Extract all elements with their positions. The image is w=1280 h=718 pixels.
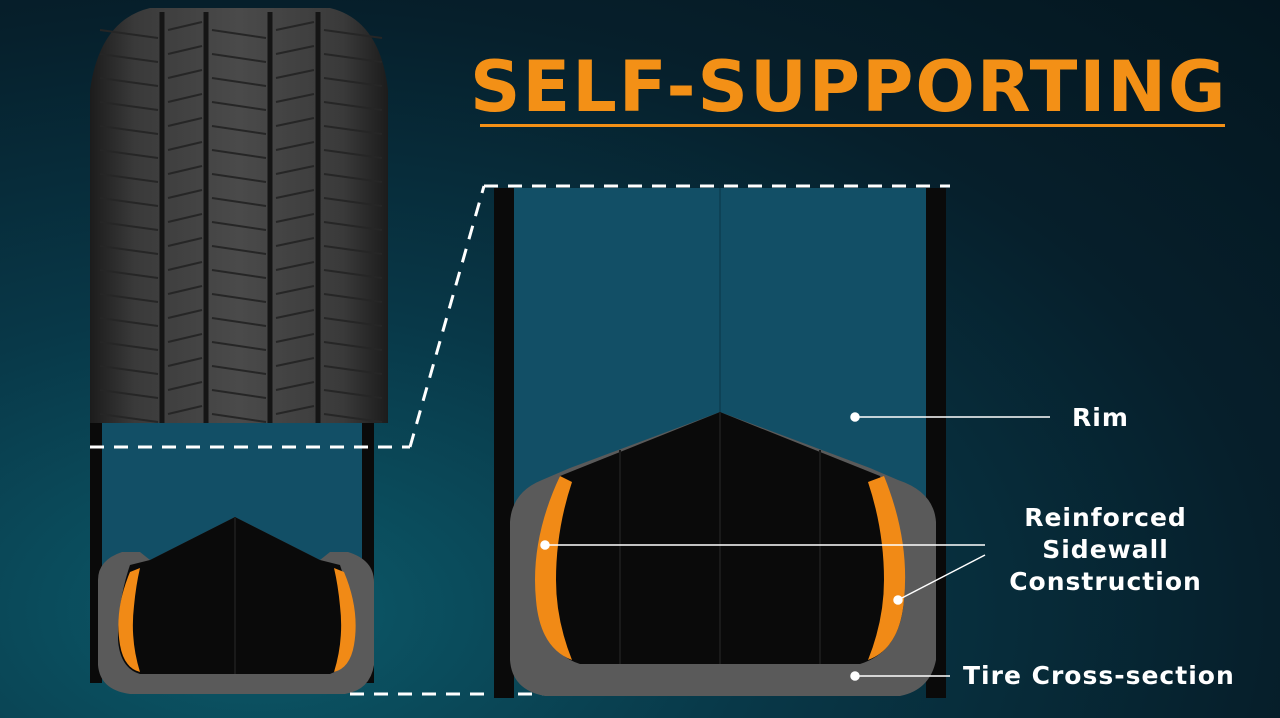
sidewall-label: Reinforced Sidewall Construction: [1009, 503, 1202, 596]
large-cross-section: [494, 188, 946, 698]
left-sidewall-insert: [535, 476, 572, 660]
right-sidewall-insert: [868, 476, 906, 660]
tire-tread-image: [90, 8, 388, 423]
page-title: SELF-SUPPORTING: [470, 46, 1228, 128]
title-underline: [480, 124, 1225, 127]
small-cross-section: [90, 423, 374, 694]
cross-section-label: Tire Cross-section: [963, 661, 1235, 690]
rim-label: Rim: [1072, 403, 1129, 432]
callout-lines: [540, 412, 1050, 681]
zoom-guide-lines: [90, 184, 950, 696]
